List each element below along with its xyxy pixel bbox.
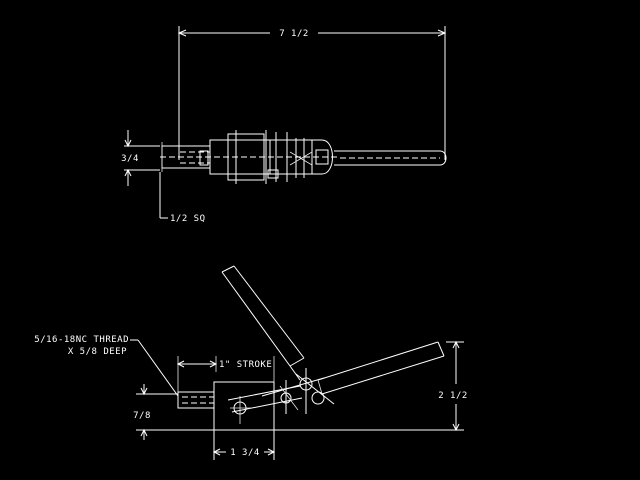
thread-label-line2: X 5/8 DEEP	[68, 347, 127, 357]
side-handle-lowered	[317, 341, 445, 395]
dimension-overall-height: 2 1/2	[438, 340, 468, 432]
stroke-label: 1" STROKE	[219, 360, 272, 370]
leader-thread: 5/16-18NC THREAD X 5/8 DEEP	[34, 335, 179, 397]
overall-height-label: 2 1/2	[438, 391, 468, 401]
square-label: 1/2 SQ	[170, 214, 206, 224]
top-body	[160, 130, 340, 184]
top-view: 7 1/2	[121, 26, 447, 224]
top-handle	[334, 150, 447, 166]
dimension-overall-length: 7 1/2	[177, 26, 447, 160]
dimension-height: 3/4	[121, 130, 160, 186]
dimension-stroke: 1" STROKE	[176, 356, 272, 372]
side-handle-raised	[221, 265, 305, 381]
overall-length-label: 7 1/2	[279, 29, 309, 39]
base-height-label: 7/8	[133, 411, 151, 421]
side-plunger	[177, 356, 275, 409]
base-width-label: 1 3/4	[230, 448, 260, 458]
side-linkage	[227, 368, 335, 424]
dimension-base-width: 1 3/4	[212, 430, 276, 460]
dimension-base-height: 7/8	[133, 384, 214, 440]
leader-square: 1/2 SQ	[159, 172, 206, 224]
side-view: 1" STROKE	[34, 265, 468, 460]
thread-label-line1: 5/16-18NC THREAD	[34, 335, 129, 345]
height-label: 3/4	[121, 154, 139, 164]
